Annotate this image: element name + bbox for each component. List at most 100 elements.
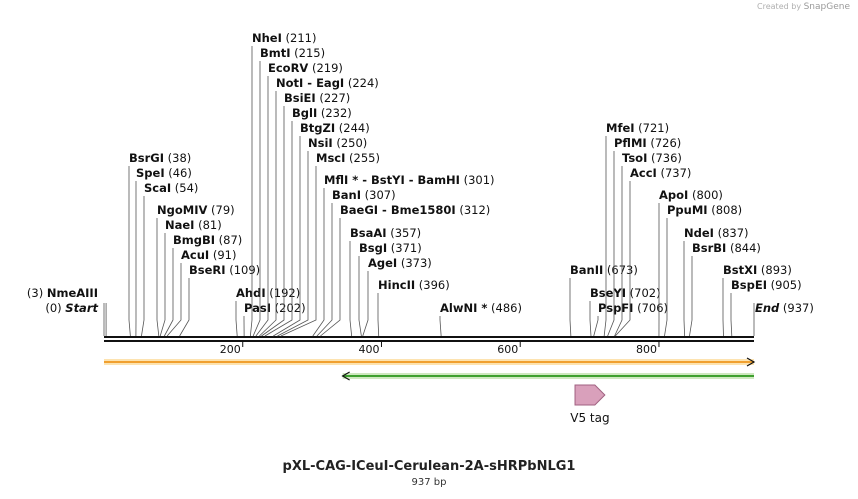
site-bgli-number: (232) [317,106,352,120]
site-msci-number: (255) [345,151,380,165]
ruler-tick-label: 400 [358,343,379,356]
site-bsiei-label: BsiEI (227) [284,91,350,105]
site-bsrbi-number: (844) [726,241,761,255]
site-bseri-leader [179,278,190,337]
site-bmgbi-name: BmgBI [173,233,215,247]
site-scai-number: (54) [171,181,198,195]
site-msci-leader [280,166,317,337]
site-msci-name: MscI [316,151,345,165]
site-scai-label: ScaI (54) [144,181,198,195]
site-bseri-label: BseRI (109) [189,263,260,277]
site-pspfi-name: PspFI [598,301,633,315]
site-ngomiv-name: NgoMIV [157,203,207,217]
v5-tag-label: V5 tag [570,411,609,425]
site-apoi-label: ApoI (800) [659,188,723,202]
site-hincii-label: HincII (396) [378,278,450,292]
site-pflmi-name: PflMI [614,136,647,150]
site-nsii-label: NsiI (250) [308,136,367,150]
site-bmti-label: BmtI (215) [260,46,325,60]
site-pflmi-number: (726) [647,136,682,150]
site-baegi-bme1580i-name: BaeGI - Bme1580I [340,203,456,217]
site-agei-name: AgeI [368,256,397,270]
site-bstxi-label: BstXI (893) [723,263,792,277]
site-ecorv-number: (219) [308,61,343,75]
orange-feature-arrowhead [746,357,756,367]
site-mfli-bstyi-bamhi-label: MflI * - BstYI - BamHI (301) [324,173,495,187]
site-bgli-leader [264,121,293,337]
site-btgzi-label: BtgZI (244) [300,121,370,135]
site-nhei-leader [249,46,253,337]
site-spei-name: SpeI [136,166,165,180]
site-apoi-name: ApoI [659,188,688,202]
site-pflmi-label: PflMI (726) [614,136,681,150]
site-pspfi-number: (706) [633,301,668,315]
site-noti-eagi-number: (224) [344,76,379,90]
site-nmeaiii-number: (3) [27,286,47,300]
site-nhei-number: (211) [282,31,317,45]
site-ndei-leader [683,241,686,337]
site-pasi-label: PasI (202) [244,301,306,315]
credit-prefix: Created by [757,2,802,11]
site-mfei-name: MfeI [606,121,635,135]
site-acui-label: AcuI (91) [181,248,236,262]
site-ppumi-label: PpuMI (808) [667,203,742,217]
site-bseri-number: (109) [226,263,261,277]
site-bmti-name: BmtI [260,46,291,60]
site-bseyi-number: (702) [626,286,661,300]
site-bsrgi-number: (38) [164,151,191,165]
site-bstxi-name: BstXI [723,263,757,277]
site-acui-leader [166,263,182,337]
site-mfli-bstyi-bamhi-number: (301) [460,173,495,187]
site-mfli-bstyi-bamhi-name: MflI * - BstYI - BamHI [324,173,460,187]
site-bsaai-name: BsaAI [350,226,387,240]
site-bspei-number: (905) [767,278,802,292]
site-ngomiv-number: (79) [207,203,234,217]
site-noti-eagi-label: NotI - EagI (224) [276,76,379,90]
site-bsrgi-name: BsrGI [129,151,164,165]
site-pspfi-label: PspFI (706) [598,301,668,315]
site-naei-name: NaeI [165,218,194,232]
site-acci-leader [614,181,631,337]
site-bani-number: (307) [361,188,396,202]
site-ahdi-leader [235,301,238,337]
site-noti-eagi-name: NotI - EagI [276,76,344,90]
site-acui-number: (91) [209,248,236,262]
site-alwni-leader [439,316,442,337]
site-ecorv-label: EcoRV (219) [268,61,343,75]
site-banii-number: (673) [603,263,638,277]
site-banii-label: BanII (673) [570,263,638,277]
site-mfei-label: MfeI (721) [606,121,669,135]
site-tsoi-leader [614,166,623,337]
v5-tag-arrow [574,384,606,406]
site-apoi-number: (800) [688,188,723,202]
site-end-label: End (937) [755,301,814,315]
site-bspei-leader [730,293,733,337]
site-pasi-name: PasI [244,301,271,315]
site-naei-label: NaeI (81) [165,218,222,232]
site-spei-label: SpeI (46) [136,166,192,180]
site-baegi-bme1580i-label: BaeGI - Bme1580I (312) [340,203,490,217]
site-ndei-number: (837) [714,226,749,240]
site-scai-leader [141,196,145,337]
site-bsrgi-leader [128,166,131,337]
site-bseyi-label: BseYI (702) [590,286,661,300]
site-btgzi-number: (244) [335,121,370,135]
site-banii-leader [569,278,572,337]
site-nsii-number: (250) [333,136,368,150]
site-tsoi-name: TsoI [622,151,647,165]
site-nmeaiii-label: (3) NmeAIII [27,286,98,300]
site-agei-number: (373) [397,256,432,270]
site-acci-number: (737) [657,166,692,180]
site-start-number: (0) [45,301,65,315]
site-nsii-leader [277,151,309,337]
site-tsoi-number: (736) [647,151,682,165]
site-naei-number: (81) [194,218,221,232]
site-bsaai-number: (357) [387,226,422,240]
site-bmti-number: (215) [291,46,326,60]
ruler-tick-label: 200 [220,343,241,356]
site-bseri-name: BseRI [189,263,226,277]
site-pasi-number: (202) [271,301,306,315]
site-bsgi-label: BsgI (371) [359,241,422,255]
site-end-name: End [755,301,780,315]
site-nhei-label: NheI (211) [252,31,316,45]
